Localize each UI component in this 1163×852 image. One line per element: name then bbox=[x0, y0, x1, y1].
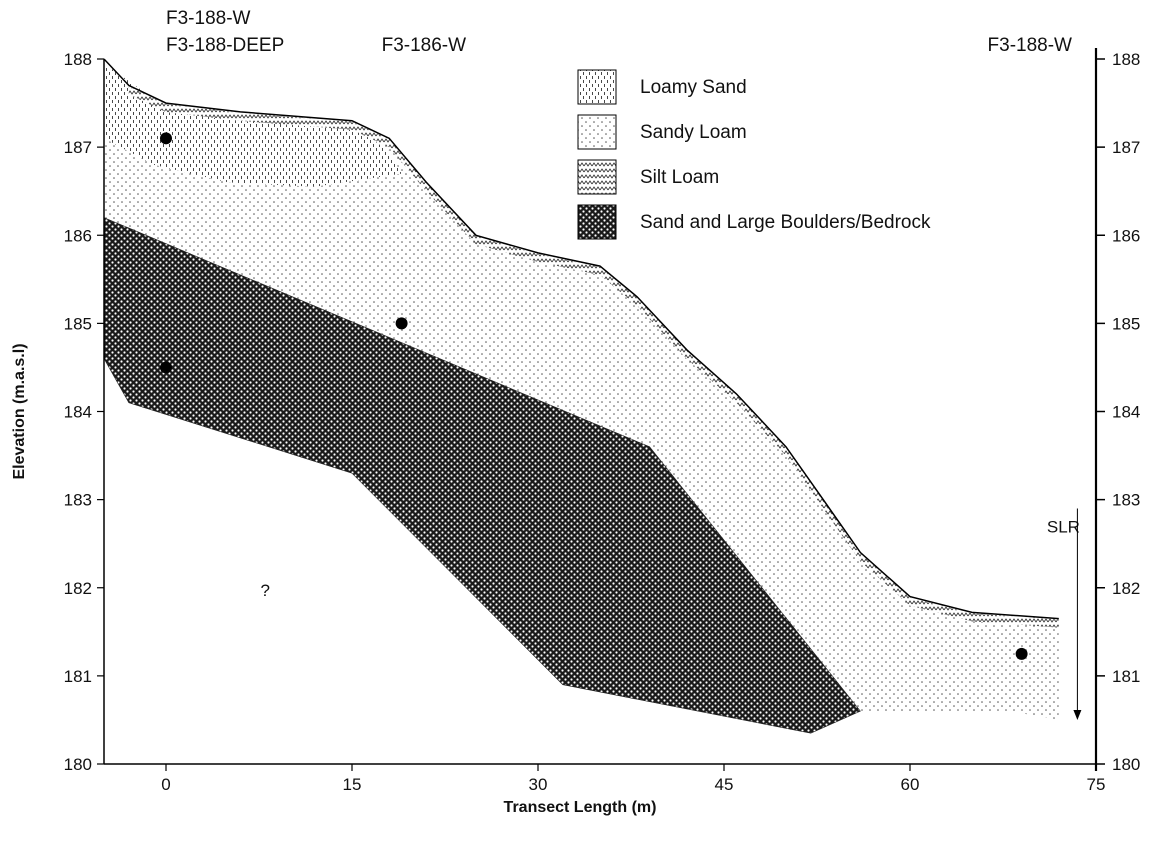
slr-label: SLR bbox=[1047, 517, 1080, 536]
well-point bbox=[1015, 647, 1028, 660]
legend-label-bedrock: Sand and Large Boulders/Bedrock bbox=[640, 212, 931, 233]
ticks: 0 15 30 45 60 75 180 181 182 183 184 185 186 187 188 18… bbox=[64, 50, 1141, 794]
right-y-tick-label: 188 bbox=[1112, 50, 1140, 69]
right-y-tick-label: 183 bbox=[1112, 491, 1140, 510]
well-label-f3-188-w: F3-188-W bbox=[166, 8, 251, 29]
right-y-tick-label: 182 bbox=[1112, 579, 1140, 598]
x-tick-label: 30 bbox=[529, 775, 548, 794]
right-y-tick-label: 180 bbox=[1112, 755, 1140, 774]
y-tick-label: 188 bbox=[64, 50, 92, 69]
legend-label-loamy-sand: Loamy Sand bbox=[640, 77, 747, 98]
well-label-f3-188-deep: F3-188-DEEP bbox=[166, 35, 284, 56]
y-tick-label: 181 bbox=[64, 667, 92, 686]
unknown-annotation: ? bbox=[260, 581, 269, 600]
well-point bbox=[160, 361, 172, 374]
well-label-f3-188-w-right: F3-188-W bbox=[988, 35, 1073, 56]
layer-loamy-sand bbox=[104, 63, 402, 187]
well-point bbox=[160, 132, 172, 145]
y-tick-label: 186 bbox=[64, 226, 92, 245]
ground-surface-line bbox=[103, 58, 1059, 620]
layer-bedrock bbox=[103, 217, 861, 734]
right-y-tick-label: 187 bbox=[1112, 138, 1140, 157]
y-tick-label: 182 bbox=[64, 579, 92, 598]
legend-label-sandy-loam: Sandy Loam bbox=[640, 122, 747, 143]
right-y-tick-label: 186 bbox=[1112, 226, 1140, 245]
layer-sandy-loam bbox=[104, 59, 1059, 720]
x-tick-label: 60 bbox=[901, 775, 920, 794]
legend-swatch-bedrock bbox=[577, 204, 617, 240]
y-tick-label: 185 bbox=[64, 314, 92, 333]
right-y-tick-label: 184 bbox=[1112, 403, 1140, 422]
x-tick-label: 0 bbox=[161, 775, 170, 794]
y-tick-label: 183 bbox=[64, 491, 92, 510]
wells bbox=[160, 132, 1028, 660]
slr-arrow-head bbox=[1073, 709, 1082, 720]
x-axis-title: Transect Length (m) bbox=[504, 799, 657, 816]
y-tick-label: 187 bbox=[64, 138, 92, 157]
y-axis-title: Elevation (m.a.s.l) bbox=[11, 343, 28, 479]
y-tick-label: 180 bbox=[64, 755, 92, 774]
well-label-f3-186-w: F3-186-W bbox=[382, 35, 467, 56]
legend-label-silt-loam: Silt Loam bbox=[640, 167, 719, 188]
soil-layers bbox=[103, 59, 1059, 734]
legend-swatch-silt-loam bbox=[577, 159, 617, 195]
legend-swatch-sandy-loam bbox=[577, 114, 617, 150]
x-tick-label: 45 bbox=[715, 775, 734, 794]
right-y-tick-label: 185 bbox=[1112, 314, 1140, 333]
legend-swatch-loamy-sand bbox=[577, 69, 617, 105]
x-tick-label: 15 bbox=[343, 775, 362, 794]
legend: Loamy Sand Sandy Loam Silt Loam Sand and… bbox=[577, 69, 931, 240]
well-point bbox=[395, 317, 408, 330]
x-tick-label: 75 bbox=[1087, 775, 1106, 794]
ground-surface bbox=[103, 58, 1059, 620]
y-tick-label: 184 bbox=[64, 403, 92, 422]
right-y-tick-label: 181 bbox=[1112, 667, 1140, 686]
